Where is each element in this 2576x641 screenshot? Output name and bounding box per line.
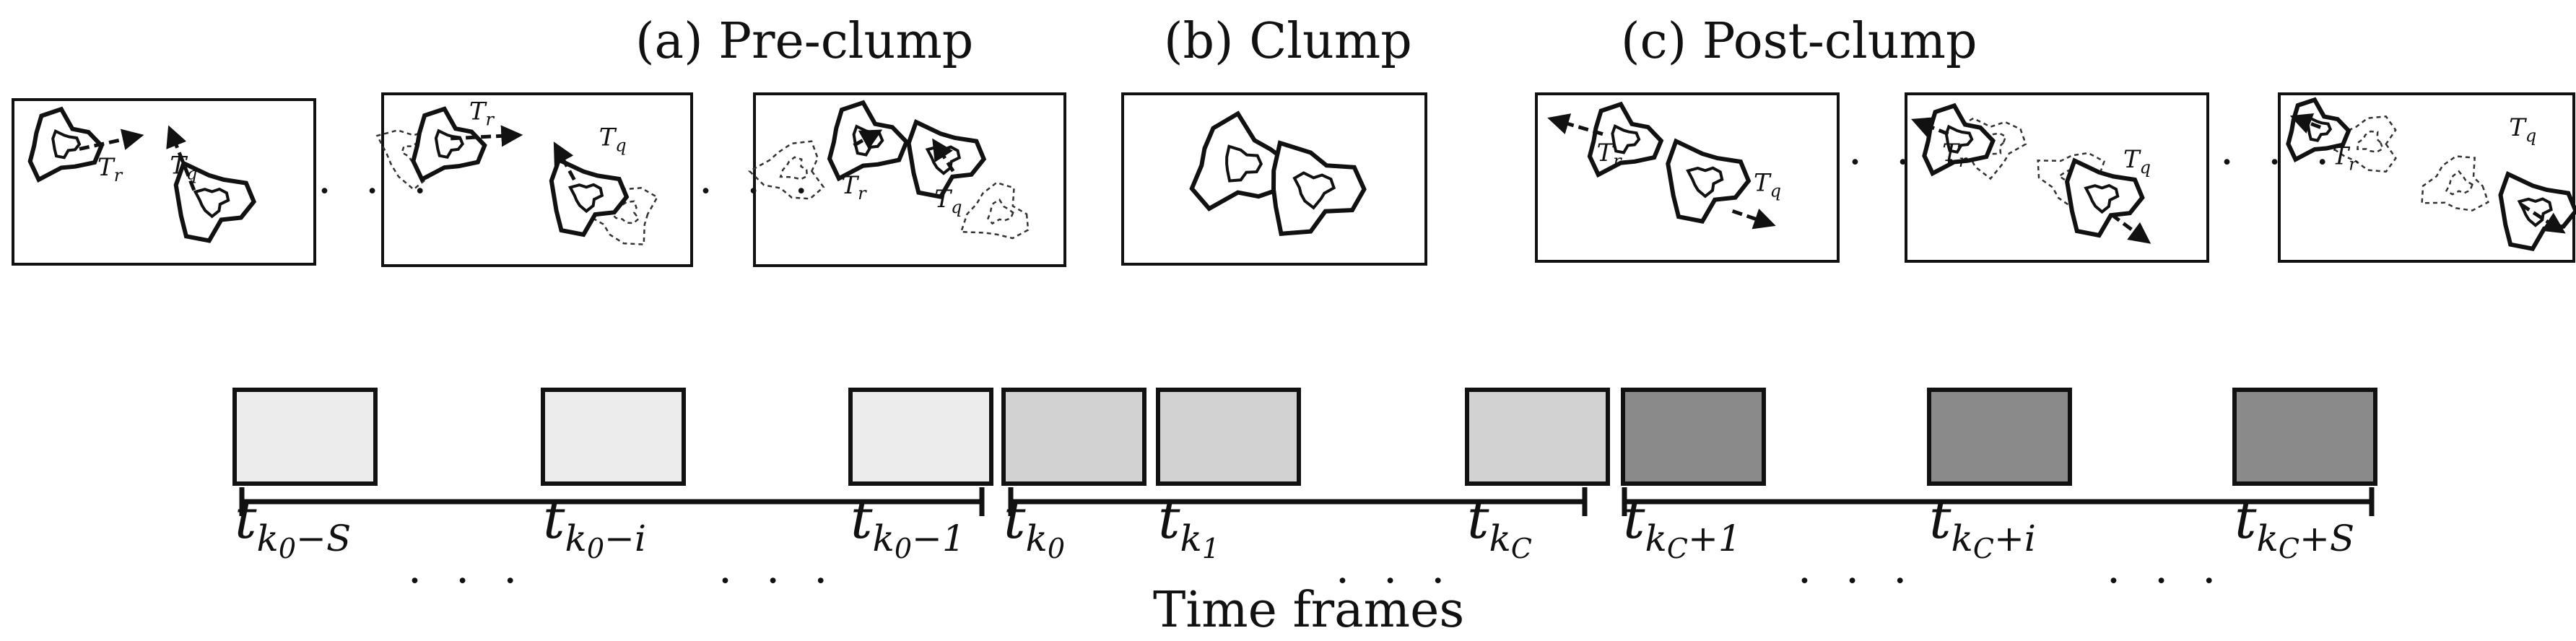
frame-box-3 — [848, 388, 993, 486]
frame-box-7 — [1621, 388, 1766, 486]
track-label-q-2-2: Tq — [599, 123, 627, 155]
x-axis-label: Time frames — [1153, 582, 1464, 637]
frame-box-8 — [1927, 388, 2072, 486]
phase-title-clump: (b) Clump — [1164, 13, 1412, 70]
track-label-r-3-1: Tr — [841, 171, 867, 204]
motion-arrow-3-1 — [853, 129, 883, 150]
cell-2-2 — [411, 106, 487, 183]
motion-arrow-1-2 — [166, 125, 196, 191]
phase-title-pre-clump: (a) Pre-clump — [635, 13, 973, 70]
cell-6-2 — [1922, 103, 1996, 177]
snapshot-panel-6: Tr Tq — [1905, 92, 2209, 263]
cell-4-2 — [1271, 140, 1367, 236]
frame-box-5 — [1156, 388, 1301, 486]
cell-4-1 — [1189, 110, 1295, 212]
frame-label-1: tk0−S — [235, 487, 351, 564]
motion-arrow-7-1 — [2289, 113, 2322, 134]
past-cell-outline-3-1 — [748, 140, 825, 200]
bracket-clump — [1008, 487, 1588, 516]
motion-arrow-6-1 — [1910, 117, 1949, 138]
motion-arrow-2-2 — [553, 141, 576, 181]
frame-box-9 — [2232, 388, 2377, 486]
ellipsis-panels-2: · · · — [699, 166, 818, 217]
frame-label-3: tk0−1 — [850, 487, 965, 564]
track-label-q-7-2: Tq — [2509, 113, 2536, 146]
ellipsis-panels-3: · · · — [1848, 137, 1967, 188]
motion-arrow-5-1 — [1547, 113, 1604, 136]
track-label-r-1-1: Tr — [97, 153, 123, 186]
frame-label-4: tk0 — [1004, 487, 1065, 564]
track-label-r-7-1: Tr — [2332, 141, 2358, 174]
past-cell-outline-7-1 — [2325, 115, 2397, 173]
snapshot-panel-3: Tr Tq — [748, 92, 1066, 267]
snapshot-panel-4 — [1121, 92, 1427, 266]
motion-arrow-2-1 — [451, 125, 523, 147]
time-frames: tk0−S tk0−i tk0−1 tk0 tk1 tkC tkC+1 tkC+i tkC+S — [232, 388, 2377, 564]
ellipsis-frames-2: · · · — [718, 556, 837, 606]
snapshot-panel-7: Tr Tq — [2278, 92, 2576, 263]
frame-label-5: tk1 — [1158, 487, 1219, 564]
track-label-r-2-1: Tr — [469, 97, 495, 130]
frame-box-4 — [1001, 388, 1146, 486]
motion-arrow-5-2 — [1731, 209, 1776, 230]
ellipsis-frames-3: · · · — [1336, 556, 1455, 606]
frame-label-7: tkC+1 — [1623, 487, 1741, 564]
frame-label-6: tkC — [1467, 487, 1532, 564]
track-label-q-3-2: Tq — [934, 185, 962, 217]
motion-arrow-6-2 — [2110, 213, 2151, 244]
motion-arrow-7-2 — [2520, 203, 2566, 234]
ellipsis-frames-5: · · · — [2107, 556, 2226, 606]
ellipsis-frames-1: · · · — [408, 556, 527, 606]
track-label-r-6-1: Tr — [1942, 139, 1968, 171]
frame-box-6 — [1465, 388, 1610, 486]
track-label-q-5-2: Tq — [1754, 169, 1781, 201]
motion-arrow-3-2 — [932, 138, 955, 173]
frame-label-9: tkC+S — [2235, 487, 2354, 564]
snapshot-panel-1: Tr Tq — [12, 98, 316, 266]
bracket-post-clump — [1622, 487, 2375, 516]
cell-5-1 — [1587, 101, 1664, 178]
motion-arrow-1-1 — [79, 128, 144, 151]
frame-label-8: tkC+i — [1929, 487, 2036, 564]
cell-1-2 — [173, 160, 257, 243]
frame-box-2 — [541, 388, 686, 486]
ellipsis-frames-4: · · · — [1798, 556, 1917, 606]
past-cell-outline-7-3 — [2421, 155, 2489, 212]
phase-title-post-clump: (c) Post-clump — [1621, 13, 1977, 70]
cell-5-2 — [1666, 138, 1752, 224]
ellipsis-panels-4: · · · — [2220, 137, 2339, 188]
cell-1-1 — [27, 106, 105, 183]
past-cell-outline-3-3 — [960, 181, 1030, 240]
bracket-pre-clump — [239, 487, 985, 516]
ellipsis-panels-1: · · · — [318, 166, 437, 217]
cell-2-4 — [549, 157, 630, 237]
track-label-q-6-2: Tq — [2123, 145, 2151, 178]
frame-label-2: tk0−i — [543, 487, 646, 564]
past-cell-outline-6-1 — [1956, 117, 2027, 180]
track-label-r-5-1: Tr — [1597, 139, 1623, 171]
frame-box-1 — [232, 388, 378, 486]
track-label-q-1-2: Tq — [170, 152, 197, 184]
